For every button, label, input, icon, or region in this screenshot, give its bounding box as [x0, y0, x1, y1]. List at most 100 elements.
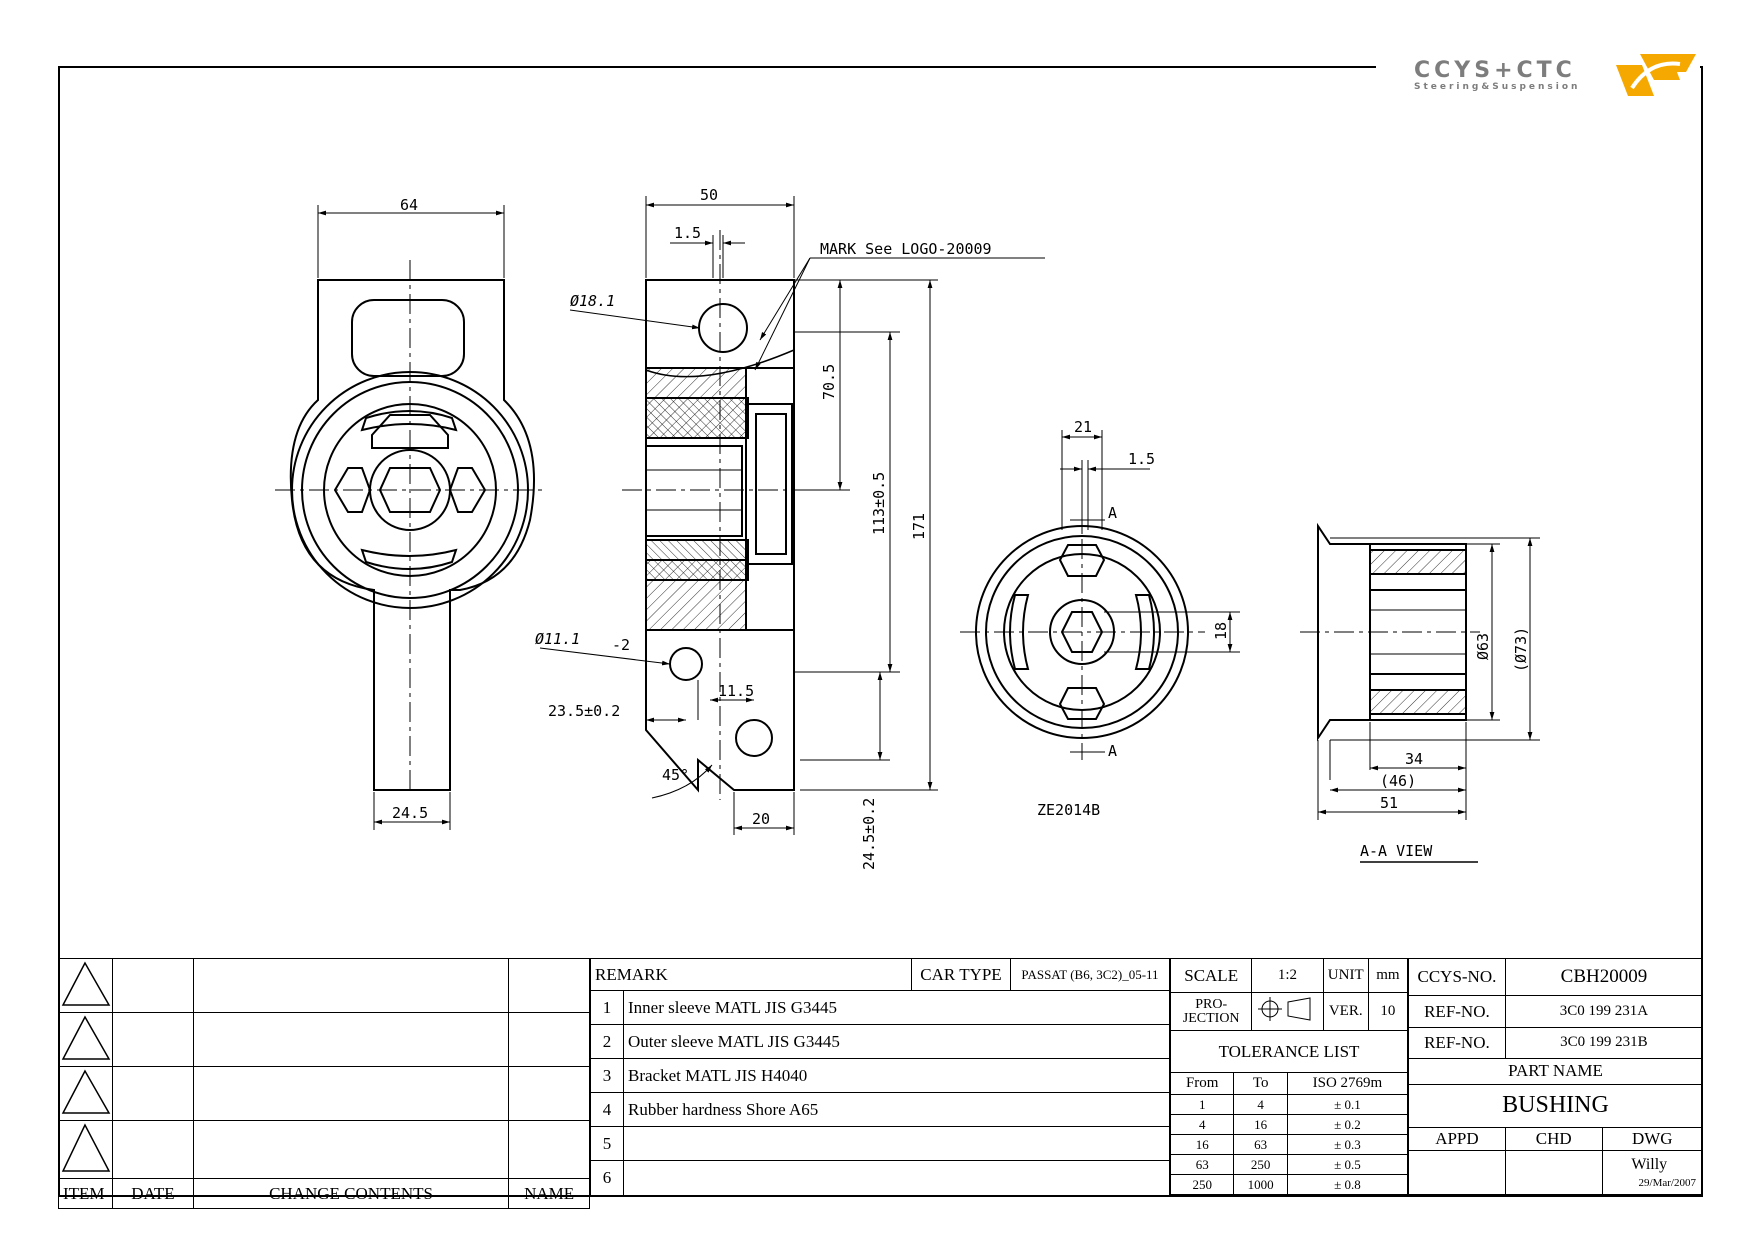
- tol-cell: 63: [1233, 1134, 1288, 1156]
- dim-70-5: 70.5: [820, 364, 838, 400]
- side-dims: [539, 196, 1045, 835]
- front-view: [275, 260, 545, 791]
- aa-dim-51: 51: [1380, 794, 1398, 812]
- remark-no: 5: [590, 1126, 624, 1161]
- remark-text: [623, 1126, 1170, 1161]
- tol-header: To: [1233, 1072, 1288, 1096]
- spec-table: SCALE 1:2 UNIT mm PRO- JECTION VER. 10: [1169, 958, 1409, 1031]
- ccys-no-value: CBH20009: [1504, 958, 1704, 996]
- remark-no: 1: [590, 990, 624, 1025]
- tol-cell: ± 0.2: [1286, 1114, 1409, 1136]
- dim-hole-bottom: Ø11.1: [535, 630, 580, 648]
- bush-dim-21: 21: [1074, 418, 1092, 436]
- tol-cell: ± 0.5: [1286, 1154, 1409, 1175]
- chd-label: CHD: [1504, 1126, 1603, 1151]
- remark-table: REMARK CAR TYPE PASSAT (B6, 3C2)_05-11 1…: [590, 958, 1170, 1196]
- aa-dim-73: (Ø73): [1512, 627, 1530, 672]
- revision-triangle-icon: [57, 1012, 114, 1067]
- dim-113: 113±0.5: [870, 472, 888, 535]
- remark-no: 2: [590, 1024, 624, 1059]
- ver-value: 10: [1367, 992, 1409, 1031]
- part-code-label: ZE2014B: [1037, 801, 1100, 819]
- remark-text: Bracket MATL JIS H4040: [623, 1058, 1170, 1093]
- car-type-value: PASSAT (B6, 3C2)_05-11: [1010, 958, 1170, 991]
- dim-front-arm: 24.5: [392, 804, 428, 822]
- dim-171: 171: [910, 513, 928, 540]
- aa-dim-46: (46): [1380, 772, 1416, 790]
- logo-tagline: Steering&Suspension: [1414, 82, 1581, 92]
- drawing-date: 29/Mar/2007: [1638, 1177, 1696, 1189]
- tol-cell: 16: [1233, 1114, 1288, 1136]
- aa-dims: [1317, 537, 1540, 863]
- dwg-label: DWG: [1601, 1126, 1704, 1151]
- part-info-table: CCYS-NO. CBH20009 REF-NO. 3C0 199 231A R…: [1408, 958, 1704, 1196]
- logo-brand: CCYS+CTC: [1414, 58, 1576, 83]
- bushing-view: [960, 505, 1205, 760]
- dim-side-width: 50: [700, 186, 718, 204]
- appd-label: APPD: [1408, 1126, 1506, 1151]
- col-name: NAME: [508, 1178, 590, 1209]
- title-block: ITEM DATE CHANGE CONTENTS NAME REMARK CA…: [57, 958, 1704, 1209]
- side-view: [622, 230, 795, 800]
- front-dims: [317, 205, 505, 830]
- dim-hole-bottom-suffix: -2: [612, 636, 630, 654]
- tol-cell: 16: [1169, 1134, 1235, 1156]
- bushing-dims: [1060, 430, 1240, 753]
- tol-cell: 250: [1169, 1174, 1235, 1195]
- bush-dim-18: 18: [1212, 622, 1230, 640]
- remark-text: Outer sleeve MATL JIS G3445: [623, 1024, 1170, 1059]
- tol-cell: 250: [1233, 1154, 1288, 1175]
- remark-text: Inner sleeve MATL JIS G3445: [623, 990, 1170, 1025]
- drawn-by: Willy: [1631, 1156, 1668, 1173]
- dim-45: 45°: [662, 766, 689, 784]
- col-change-contents: CHANGE CONTENTS: [192, 1178, 510, 1209]
- engineering-drawing: 64 24.5: [275, 186, 1540, 870]
- dim-hole-top: Ø18.1: [570, 292, 615, 310]
- remark-no: 3: [590, 1058, 624, 1093]
- tol-cell: 4: [1233, 1094, 1288, 1116]
- col-item: ITEM: [57, 1178, 114, 1209]
- revision-triangle-icon: [57, 958, 114, 1013]
- unit-label: UNIT: [1322, 958, 1369, 993]
- ref-no-label-2: REF-NO.: [1408, 1027, 1506, 1059]
- remark-text: [623, 1160, 1170, 1196]
- part-name-value: BUSHING: [1408, 1083, 1703, 1128]
- bush-dim-1-5: 1.5: [1128, 450, 1155, 468]
- unit-value: mm: [1367, 958, 1409, 993]
- scale-label: SCALE: [1169, 958, 1253, 993]
- dim-24-5: 24.5±0.2: [860, 798, 878, 870]
- remark-no: 6: [590, 1160, 624, 1196]
- company-logo: CCYS+CTC Steering&Suspension: [1410, 48, 1700, 108]
- ref-no-value-2: 3C0 199 231B: [1504, 1027, 1704, 1059]
- logo-mark-icon: [1616, 54, 1696, 96]
- aa-view-title: A-A VIEW: [1360, 842, 1433, 860]
- section-mark-top: A: [1108, 504, 1117, 522]
- aa-section-view: [1300, 522, 1480, 742]
- tol-cell: 63: [1169, 1154, 1235, 1175]
- part-name-label: PART NAME: [1408, 1057, 1703, 1085]
- dim-23-5: 23.5±0.2: [548, 702, 620, 720]
- aa-dim-34: 34: [1405, 750, 1423, 768]
- tol-cell: ± 0.8: [1286, 1174, 1409, 1195]
- border-top-line: [58, 66, 1376, 68]
- remark-title: REMARK: [590, 958, 912, 991]
- projection-label: PRO- JECTION: [1169, 992, 1253, 1031]
- drawing-frame: [58, 67, 1703, 1197]
- aa-dim-63: Ø63: [1474, 633, 1492, 660]
- dim-front-width: 64: [400, 196, 418, 214]
- revision-triangle-icon: [57, 1120, 114, 1179]
- projection-symbol-icon: [1251, 992, 1324, 1031]
- tol-cell: 1: [1169, 1094, 1235, 1116]
- tol-header: ISO 2769m: [1286, 1072, 1409, 1096]
- ref-no-label-1: REF-NO.: [1408, 994, 1506, 1029]
- scale-value: 1:2: [1251, 958, 1324, 993]
- dim-side-offset: 1.5: [674, 224, 701, 242]
- tol-cell: 1000: [1233, 1174, 1288, 1195]
- ref-no-value-1: 3C0 199 231A: [1504, 994, 1704, 1029]
- change-history-table: ITEM DATE CHANGE CONTENTS NAME: [57, 958, 590, 1209]
- tol-cell: 4: [1169, 1114, 1235, 1136]
- ver-label: VER.: [1322, 992, 1369, 1031]
- dim-11-5: 11.5: [718, 682, 754, 700]
- remark-text: Rubber hardness Shore A65: [623, 1092, 1170, 1127]
- car-type-label: CAR TYPE: [911, 958, 1011, 991]
